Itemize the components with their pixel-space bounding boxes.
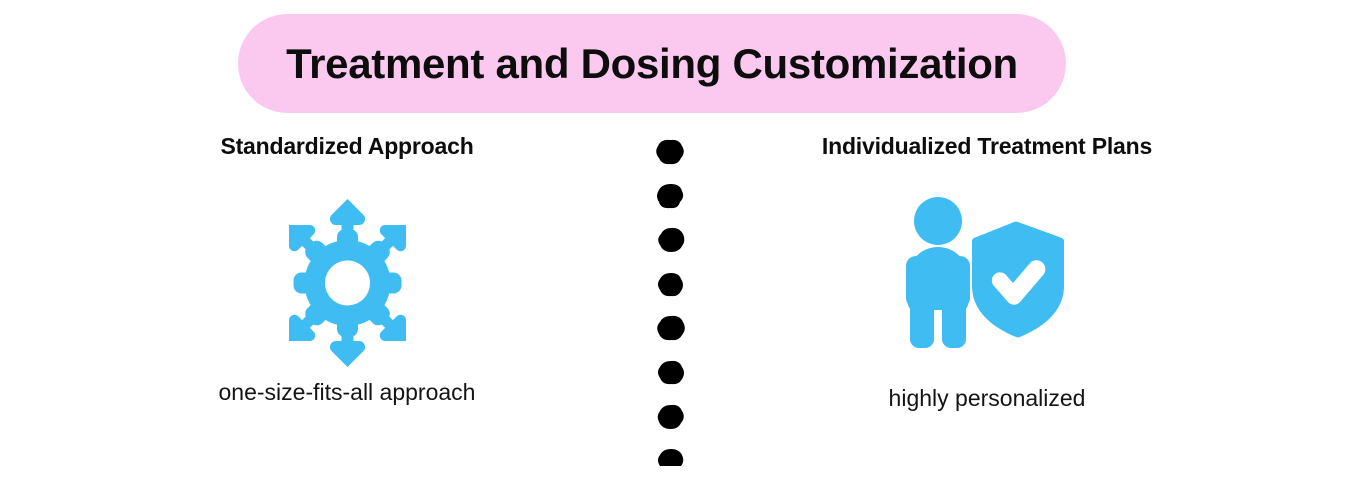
gear-with-outward-arrows-icon xyxy=(260,188,435,373)
column-individualized-treatment: Individualized Treatment Plans highly pe… xyxy=(772,135,1202,410)
column-caption-left: one-size-fits-all approach xyxy=(218,379,476,405)
divider-dot xyxy=(657,315,685,341)
divider-dot xyxy=(656,139,684,165)
column-caption-right: highly personalized xyxy=(888,385,1086,411)
column-heading-right: Individualized Treatment Plans xyxy=(821,133,1153,159)
dotted-divider xyxy=(653,136,689,472)
divider-dot xyxy=(658,360,684,385)
divider-dot xyxy=(658,273,683,297)
person-with-shield-check-icon xyxy=(900,184,1075,369)
divider-dot xyxy=(658,227,685,252)
column-heading-left: Standardized Approach xyxy=(220,133,474,159)
page-title: Treatment and Dosing Customization xyxy=(286,39,1018,87)
divider-dot xyxy=(658,449,684,472)
column-standardized-approach: Standardized Approach xyxy=(132,135,562,404)
divider-dot xyxy=(657,404,684,429)
divider-dot xyxy=(657,184,684,209)
title-banner: Treatment and Dosing Customization xyxy=(238,14,1066,113)
